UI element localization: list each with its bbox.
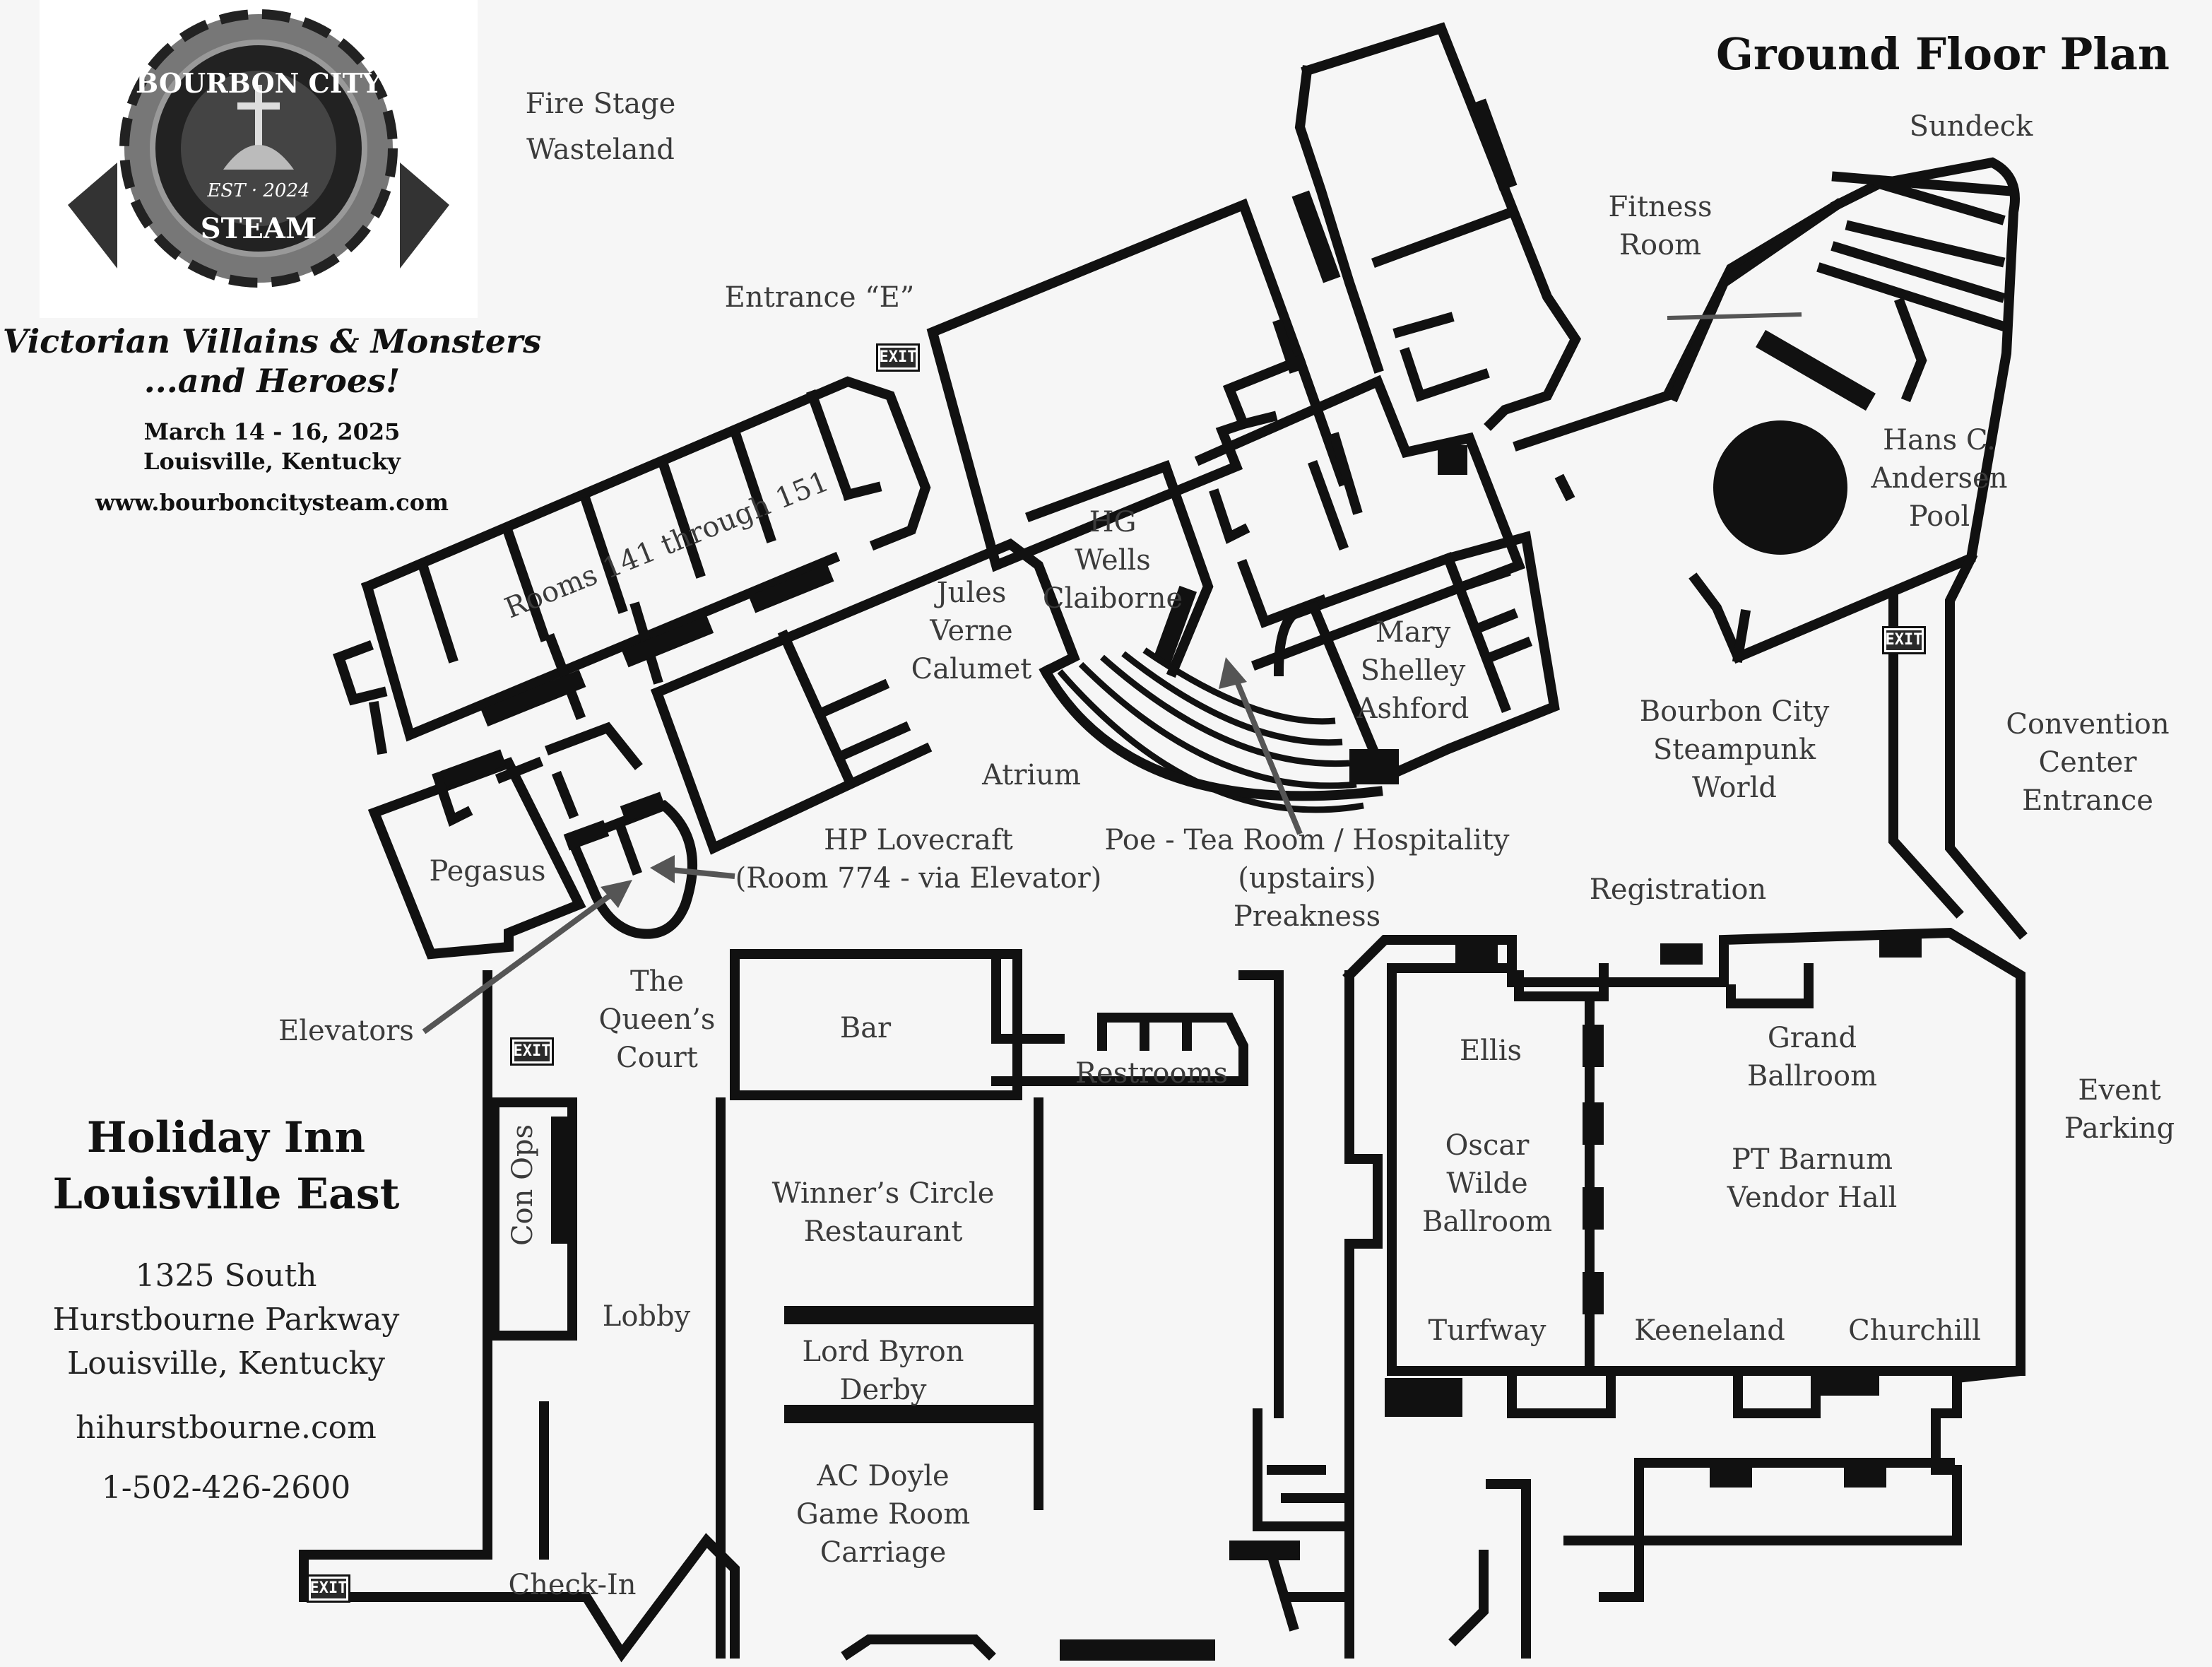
area-registration[interactable]: Registration — [1589, 873, 1767, 906]
con-ops-wall — [551, 1117, 572, 1244]
wall-block — [1438, 445, 1467, 475]
exit-sign: EXIT — [510, 1037, 554, 1066]
restaurant-block — [716, 949, 1284, 1661]
wall-block — [1349, 749, 1399, 784]
wall-block — [1844, 1466, 1886, 1488]
wall-block — [748, 564, 834, 613]
area-winners-circle[interactable]: Winner’s Circle Restaurant — [771, 1177, 995, 1248]
area-bourbon-city-world[interactable]: Bourbon City Steampunk World — [1639, 695, 1830, 804]
area-sundeck[interactable]: Sundeck — [1909, 110, 2033, 143]
area-poe[interactable]: Poe - Tea Room / Hospitality (upstairs) … — [1104, 824, 1510, 933]
wall-block — [1291, 190, 1341, 283]
pointer-arrows — [422, 312, 1802, 1035]
wall-block — [1229, 1541, 1300, 1560]
area-con-ops[interactable]: Con Ops — [507, 1124, 539, 1247]
event-website[interactable]: www.bourboncitysteam.com — [95, 489, 449, 516]
pool-building — [1667, 157, 2020, 664]
wall-block — [1468, 98, 1518, 192]
area-hg-wells[interactable]: HG Wells Claiborne — [1042, 506, 1183, 615]
area-keeneland[interactable]: Keeneland — [1634, 1314, 1785, 1347]
wall-block — [1583, 1025, 1604, 1067]
wall-block — [1660, 943, 1703, 965]
wall-block — [480, 669, 586, 727]
area-queens-court[interactable]: The Queen’s Court — [598, 965, 716, 1074]
wall-block — [1583, 1102, 1604, 1145]
page-title: Ground Floor Plan — [1715, 28, 2170, 80]
area-hans-andersen[interactable]: Hans C. Andersen Pool — [1871, 424, 2008, 533]
area-lord-byron[interactable]: Lord Byron Derby — [802, 1336, 964, 1406]
exit-sign: EXIT — [307, 1574, 350, 1603]
wall-block — [1583, 1187, 1604, 1230]
service-area — [1253, 1408, 1489, 1647]
area-pt-barnum[interactable]: PT Barnum Vendor Hall — [1727, 1143, 1898, 1214]
wall-block — [621, 615, 714, 668]
wall-block — [620, 791, 666, 823]
logo-text-bottom: STEAM — [200, 212, 317, 245]
area-grand-ballroom[interactable]: Grand Ballroom — [1746, 1022, 1878, 1092]
upper-middle-building — [926, 22, 1582, 572]
wall-block — [1385, 1378, 1462, 1417]
area-elevators[interactable]: Elevators — [278, 1015, 414, 1047]
atrium-arcs — [1039, 647, 1383, 813]
area-oscar-wilde[interactable]: Oscar Wilde Ballroom — [1421, 1129, 1553, 1238]
wall-block — [440, 749, 507, 787]
wall-block — [563, 820, 610, 851]
exit-sign: EXIT — [1882, 626, 1926, 654]
wall-block — [1060, 1639, 1215, 1661]
area-entrance-e[interactable]: Entrance “E” — [724, 281, 915, 314]
hotel-phone[interactable]: 1-502-426-2600 — [101, 1470, 351, 1506]
wall-block — [1756, 329, 1876, 411]
wall-block — [1879, 936, 1922, 958]
exit-sign: EXIT — [876, 343, 920, 372]
area-mary-shelley[interactable]: Mary Shelley Ashford — [1356, 616, 1469, 725]
area-pegasus[interactable]: Pegasus — [429, 855, 546, 888]
area-fire-stage[interactable]: Fire Stage — [525, 88, 676, 120]
area-wasteland[interactable]: Wasteland — [526, 134, 675, 166]
area-jules-verne[interactable]: Jules Verne Calumet — [911, 577, 1032, 685]
pegasus-block — [367, 721, 697, 960]
logo-text-est: EST · 2024 — [207, 180, 310, 201]
wall-block — [1152, 585, 1197, 666]
area-lobby[interactable]: Lobby — [602, 1300, 691, 1333]
area-turfway[interactable]: Turfway — [1428, 1314, 1546, 1347]
area-restrooms[interactable]: Restrooms — [1075, 1057, 1229, 1090]
hotel-address: 1325 South Hurstbourne Parkway Louisvill… — [52, 1258, 400, 1382]
wall-block — [1710, 1466, 1752, 1488]
area-check-in[interactable]: Check-In — [508, 1569, 637, 1601]
wall-block — [1816, 1367, 1879, 1396]
area-bar[interactable]: Bar — [839, 1012, 892, 1044]
rooms-141-151-wing — [332, 376, 931, 755]
wall-block — [784, 1405, 1039, 1423]
wall-block — [784, 1306, 1039, 1324]
pool-shape — [1713, 420, 1847, 555]
area-ellis[interactable]: Ellis — [1459, 1035, 1522, 1067]
area-event-parking[interactable]: Event Parking — [2064, 1074, 2175, 1145]
hotel-name: Holiday Inn Louisville East — [52, 1113, 400, 1219]
area-hp-lovecraft[interactable]: HP Lovecraft (Room 774 - via Elevator) — [735, 824, 1102, 895]
area-fitness-room[interactable]: Fitness Room — [1608, 191, 1713, 261]
event-dates: March 14 - 16, 2025 — [143, 418, 401, 445]
hotel-website[interactable]: hihurstbourne.com — [76, 1410, 377, 1446]
event-tagline: Victorian Villains & Monsters ...and Her… — [2, 322, 542, 400]
event-location: Louisville, Kentucky — [143, 448, 401, 475]
logo-text-top: BOURBON CITY — [136, 67, 382, 99]
wall-block — [1583, 1272, 1604, 1314]
event-logo: BOURBON CITY EST · 2024 STEAM — [40, 0, 478, 318]
area-churchill[interactable]: Churchill — [1848, 1314, 1981, 1347]
area-atrium[interactable]: Atrium — [982, 759, 1081, 791]
area-convention-entrance[interactable]: Convention Center Entrance — [2006, 708, 2170, 817]
wall-block — [1455, 943, 1498, 965]
gear-logo-icon — [68, 9, 449, 288]
area-ac-doyle[interactable]: AC Doyle Game Room Carriage — [796, 1460, 971, 1569]
convention-corridor — [1888, 551, 2028, 940]
